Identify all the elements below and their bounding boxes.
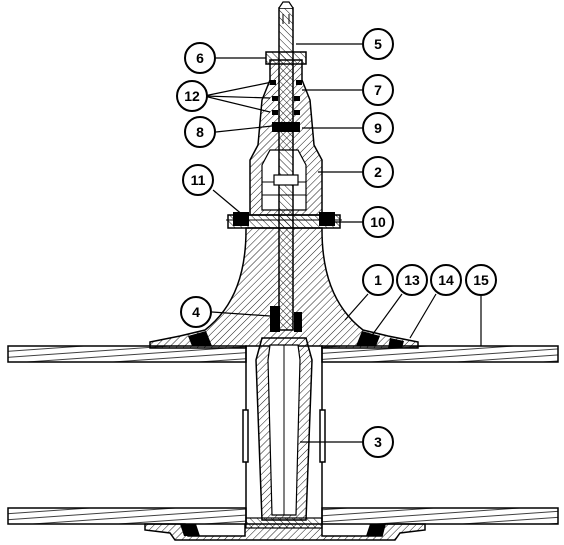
callout-8: 8: [196, 124, 204, 140]
callout-12: 12: [184, 88, 200, 104]
callout-9: 9: [374, 120, 382, 136]
callout-2: 2: [374, 164, 382, 180]
callout-13: 13: [404, 272, 420, 288]
callout-4: 4: [192, 304, 200, 320]
callout-markers: [176, 28, 497, 458]
valve-stem: [273, 1, 299, 331]
leader-lines: [203, 43, 482, 443]
wedge-guide: [270, 306, 280, 332]
callout-11: 11: [191, 172, 206, 188]
wedge-guide-right: [294, 312, 302, 332]
bottom-saddle: [144, 517, 426, 541]
callout-numbers: 6 12 8 11 4 5 7 9 2 10 1 13 14 15 3: [184, 36, 489, 450]
callout-1: 1: [374, 272, 382, 288]
callout-15: 15: [473, 272, 489, 288]
callout-5: 5: [374, 36, 382, 52]
pipe-top-wall: [7, 345, 559, 363]
pipe-bottom-wall: [7, 507, 559, 525]
callout-7: 7: [374, 82, 382, 98]
callout-3: 3: [374, 434, 382, 450]
callout-6: 6: [196, 50, 204, 66]
pipe-inner-ends: [242, 346, 326, 524]
gate-wedge: [255, 337, 313, 521]
callout-14: 14: [438, 272, 454, 288]
callout-10: 10: [370, 214, 386, 230]
